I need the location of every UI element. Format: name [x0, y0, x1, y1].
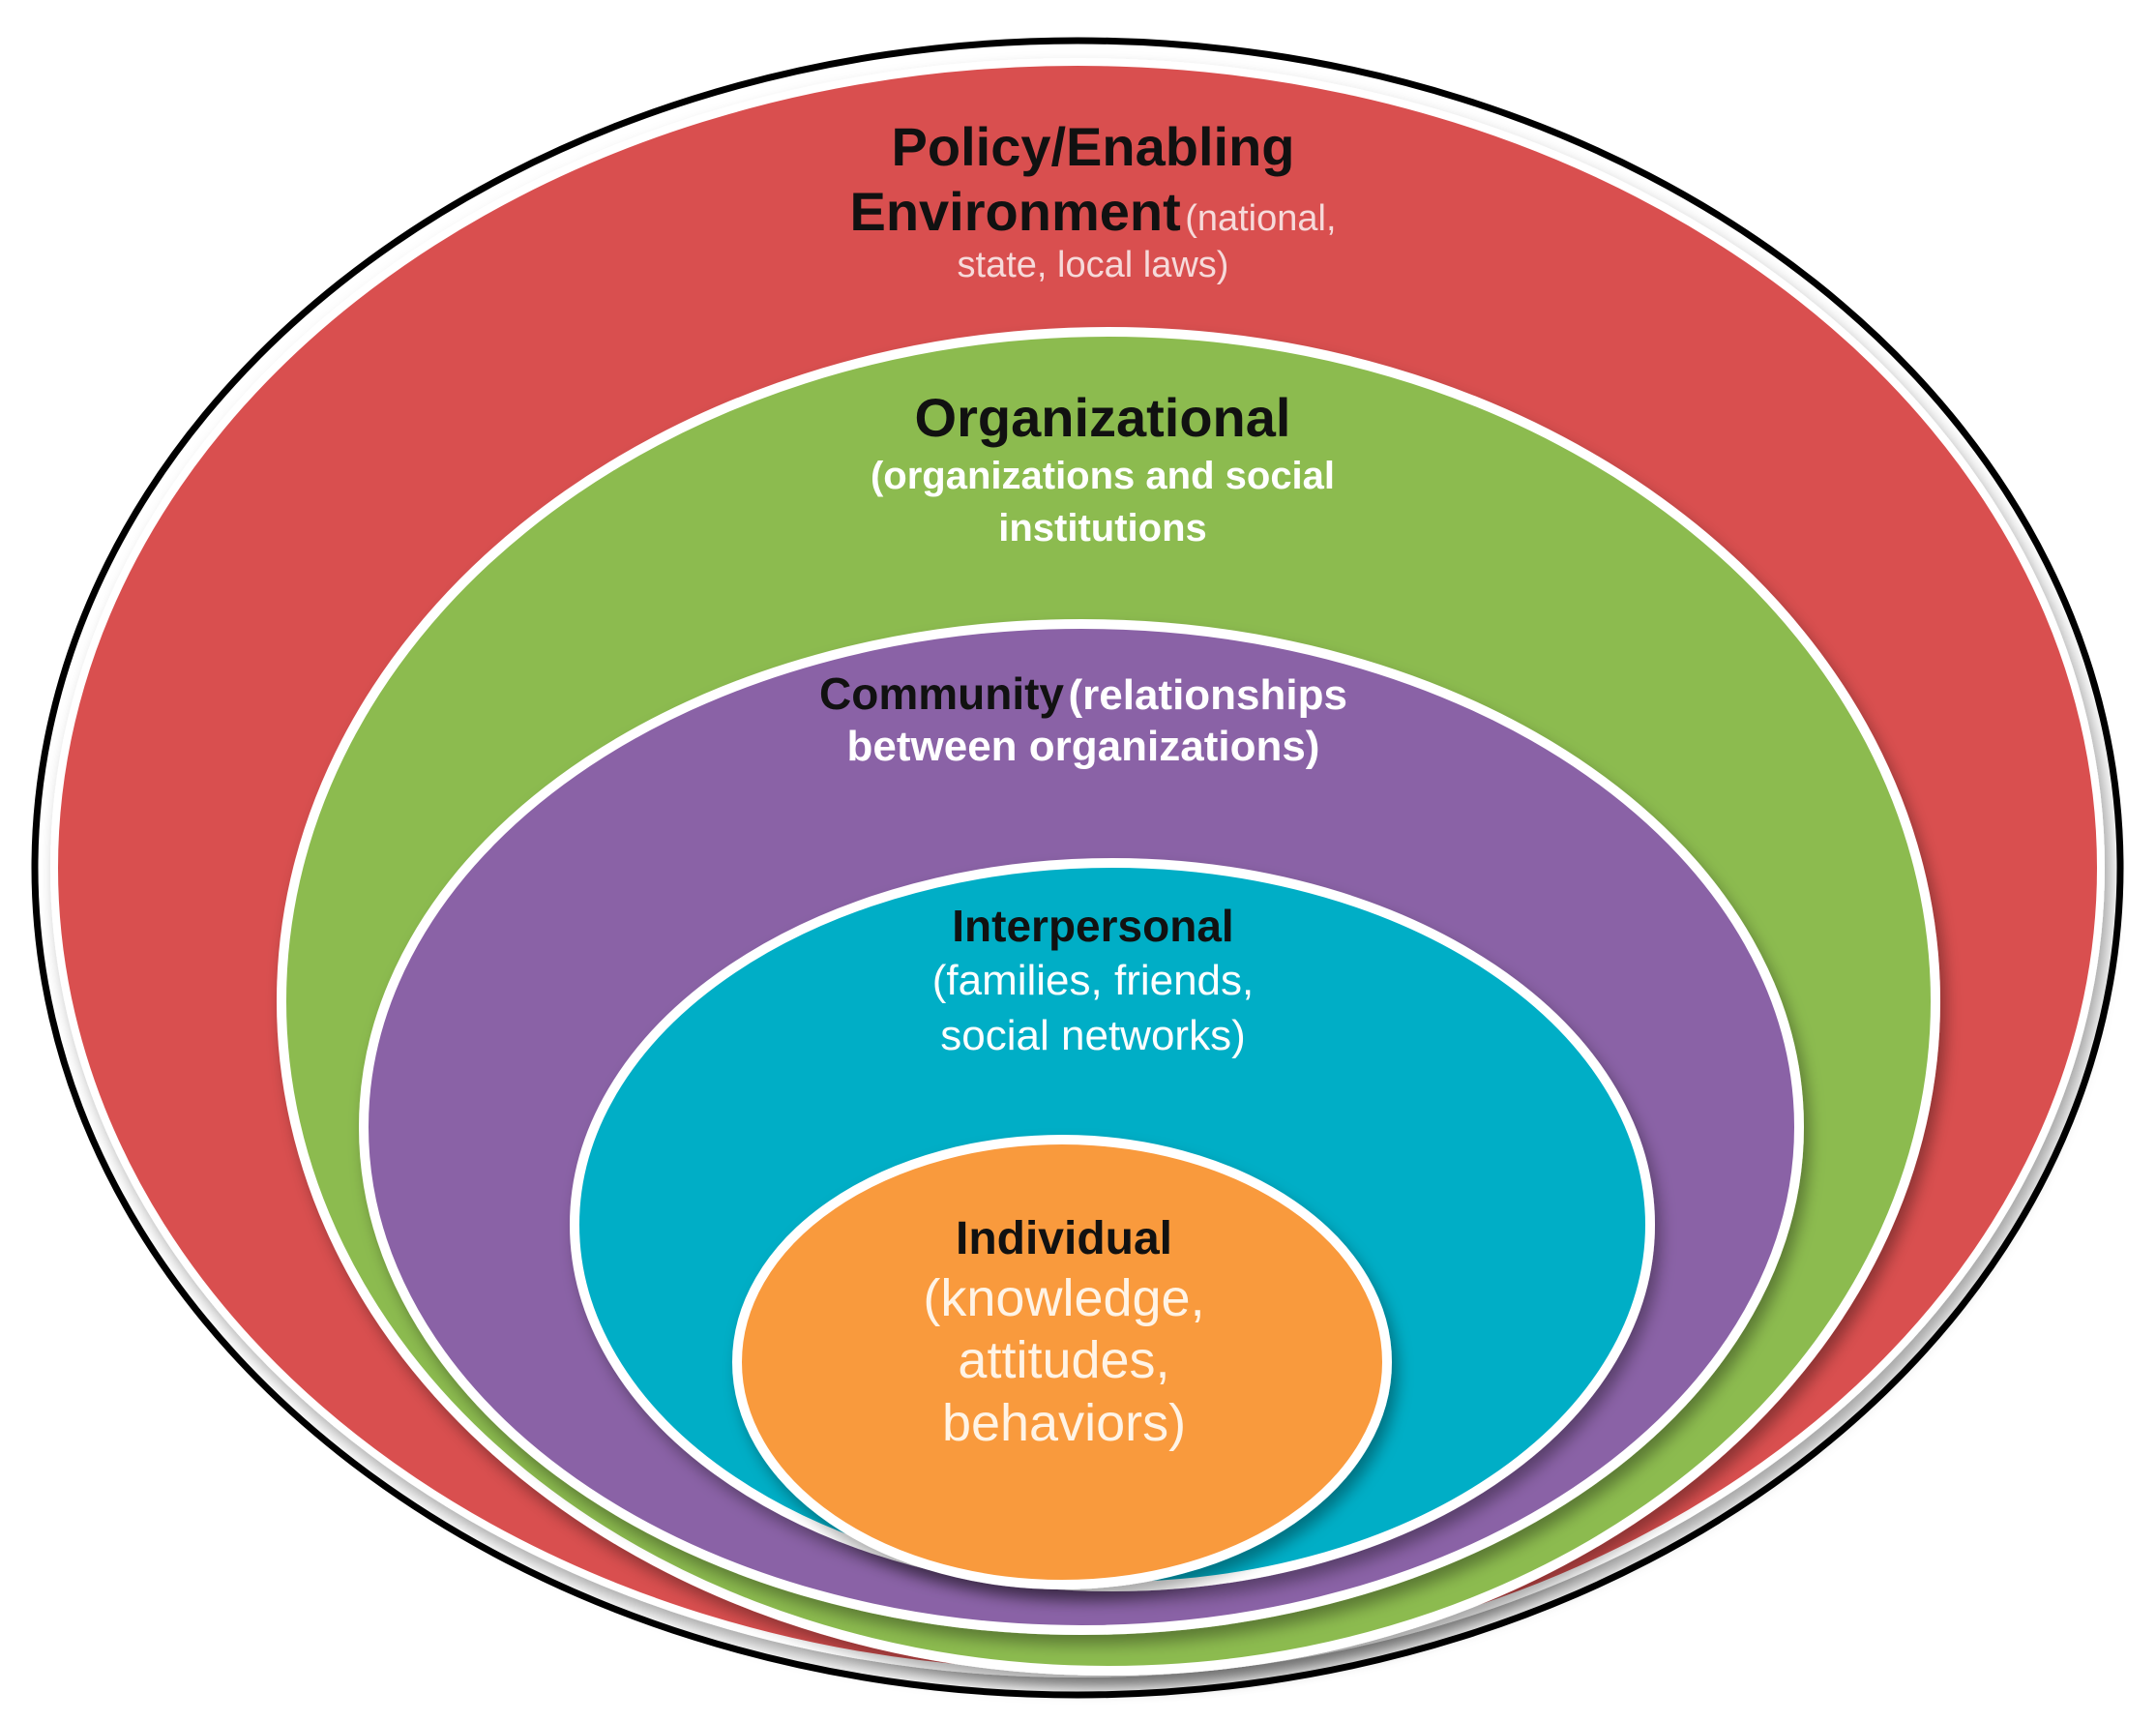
policy-label: Policy/Enabling Environment (national, s… — [696, 114, 1490, 288]
organizational-label: Organizational (organizations and social… — [745, 385, 1461, 554]
organizational-title: Organizational — [914, 387, 1291, 448]
policy-title-line2: Environment — [849, 181, 1181, 243]
community-desc-line1: (relationships — [1068, 671, 1347, 719]
community-label: Community (relationships between organiz… — [735, 668, 1432, 773]
interpersonal-title: Interpersonal — [952, 901, 1234, 951]
individual-desc-line1: (knowledge, — [923, 1268, 1205, 1327]
policy-desc-line1: (national, — [1185, 198, 1337, 240]
policy-desc-line2: state, local laws) — [957, 245, 1229, 286]
community-desc-line2: between organizations) — [846, 722, 1320, 770]
individual-title: Individual — [955, 1213, 1172, 1264]
community-title: Community — [819, 668, 1065, 719]
individual-desc-line2: attitudes, — [958, 1331, 1170, 1390]
individual-label: Individual (knowledge, attitudes, behavi… — [871, 1211, 1257, 1455]
individual-ring — [732, 1135, 1392, 1589]
interpersonal-desc-line1: (families, friends, — [931, 957, 1255, 1005]
policy-title-line1: Policy/Enabling — [891, 116, 1295, 177]
individual-desc-line3: behaviors) — [941, 1394, 1187, 1453]
interpersonal-label: Interpersonal (families, friends, social… — [851, 900, 1335, 1064]
organizational-desc-line1: (organizations and social — [870, 455, 1336, 498]
organizational-desc-line2: institutions — [998, 507, 1207, 550]
interpersonal-desc-line2: social networks) — [940, 1012, 1246, 1060]
